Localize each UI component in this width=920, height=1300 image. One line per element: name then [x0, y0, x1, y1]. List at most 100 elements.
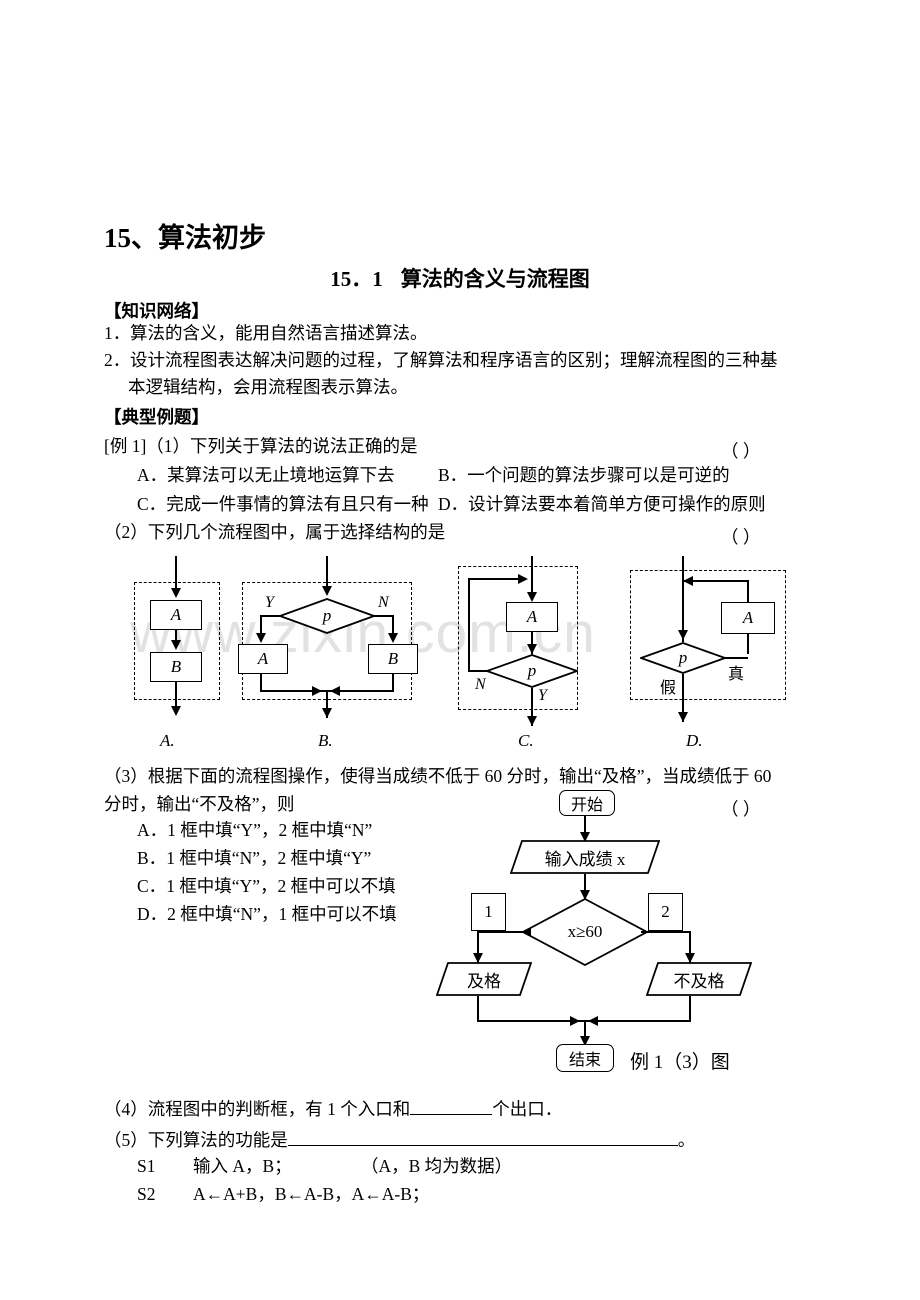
flowchart-d-true-hline: [724, 657, 748, 659]
flowchart-c-loop-top-hline: [468, 578, 526, 580]
flowchart-c-loop-arrow-icon: [518, 573, 528, 584]
knowledge-item-2-cont: 本逻辑结构，会用流程图表示算法。: [128, 378, 408, 397]
q5-stem-pre: （5）下列算法的功能是: [104, 1130, 288, 1150]
flowchart-a-exit-line: [175, 682, 177, 714]
example1-q1-option-d: D．设计算法要本着简单方便可操作的原则: [438, 494, 766, 514]
flowchart-b-exit-arrow-icon: [321, 708, 332, 718]
flowchart-a-mid-arrow-icon: [170, 640, 181, 650]
flowchart-grading-merge-hline-right: [584, 1020, 691, 1022]
knowledge-item-2-text: 设计流程图表达解决问题的过程，了解算法和程序语言的区别；理解流程图的三种基: [130, 350, 778, 370]
option-c-label: C．: [137, 494, 167, 514]
flowchart-grading-left-merge-vline: [477, 996, 479, 1022]
flowchart-grading-input-arrow-icon: [579, 890, 590, 900]
option-b-label: B．: [438, 465, 468, 485]
flowchart-d-false-label: 假: [660, 680, 677, 697]
flowchart-b-left-arrow-icon: [255, 633, 266, 643]
q5-blank-field[interactable]: [287, 1128, 678, 1146]
flowchart-c-to-decision-line: [531, 632, 533, 654]
flowchart-c-no-label: N: [475, 676, 486, 693]
flowchart-b-right-branch-vline: [392, 615, 394, 641]
q5-step-2-text: A←A+B，B←A-B，A←A-B；: [193, 1184, 430, 1204]
flowchart-d-decision: p: [640, 642, 726, 674]
flowchart-grading-left-branch-arrow-icon: [521, 926, 531, 937]
flowchart-d-entry-line: [682, 556, 684, 642]
flowchart-c-dashed-border: [458, 566, 578, 710]
example1-q3-stem-line2: 分时，输出“不及格”，则: [104, 794, 295, 814]
flowchart-grading-start-label: 开始: [570, 797, 603, 814]
flowchart-grading-caption: 例 1（3）图: [630, 1052, 730, 1073]
flowchart-b-right-branch-hline: [372, 615, 394, 617]
flowchart-b-merge-hline-right: [326, 690, 394, 692]
knowledge-item-1: 1．算法的含义，能用自然语言描述算法。: [104, 324, 428, 343]
flowchart-b-yes-label: Y: [265, 594, 274, 611]
q3-option-a-text: 1 框中填“Y”，2 框中填“N”: [167, 820, 373, 840]
flowchart-option-c-caption: C.: [518, 731, 534, 750]
example1-q2-stem: （2）下列几个流程图中，属于选择结构的是: [104, 522, 446, 542]
flowchart-a-entry-line: [175, 556, 177, 592]
flowchart-d-entry-arrow-icon: [677, 630, 688, 640]
example1-q1-option-b: B．一个问题的算法步骤可以是可逆的: [438, 465, 730, 485]
flowchart-option-b: p Y N A B: [238, 556, 418, 726]
flowchart-b-box-left-label: A: [257, 649, 269, 668]
option-a-label: A．: [137, 465, 168, 485]
flowchart-a-box-1: A: [150, 600, 202, 630]
flowchart-b-left-merge-vline: [260, 674, 262, 692]
flowchart-option-c: A p N Y: [456, 556, 586, 731]
flowchart-grading-end: 结束: [556, 1044, 614, 1072]
flowchart-option-a-caption: A.: [160, 731, 175, 750]
flowchart-c-box: A: [506, 602, 558, 632]
flowchart-c-to-decision-arrow-icon: [526, 644, 537, 654]
option-d-label: D．: [438, 494, 469, 514]
flowchart-grading-right-merge-vline: [689, 996, 691, 1022]
flowchart-c-exit-arrow-icon: [526, 716, 537, 726]
q3-option-c-label: C．: [137, 876, 167, 896]
example1-q3-option-d: D．2 框中填“N”，1 框中可以不填: [137, 904, 397, 924]
flowchart-b-merge-hline-left: [260, 690, 326, 692]
typical-examples-heading: 【典型例题】: [104, 407, 209, 427]
flowchart-d-box-label: A: [742, 608, 754, 627]
flowchart-b-exit-line: [326, 690, 328, 718]
knowledge-network-heading: 【知识网络】: [104, 301, 209, 321]
flowchart-b-entry-arrow-icon: [321, 586, 332, 596]
q3-option-d-label: D．: [137, 904, 168, 924]
flowchart-grading-blank-box-1[interactable]: 1: [471, 893, 506, 931]
flowchart-grading-decision: x≥60: [522, 898, 648, 966]
flowchart-grading-output-right: 不及格: [646, 962, 752, 996]
flowchart-grading-right-branch-vline: [689, 931, 691, 963]
flowchart-grading-right-branch-hline: [641, 931, 691, 933]
example1-q3-stem-line1: （3）根据下面的流程图操作，使得当成绩不低于 60 分时，输出“及格”，当成绩低…: [104, 766, 772, 786]
flowchart-c-loop-bottom-hline: [468, 670, 488, 672]
flowchart-c-loop-vline: [468, 578, 470, 672]
option-c-text: 完成一件事情的算法有且只有一种: [166, 494, 429, 514]
flowchart-a-box-2-label: B: [170, 657, 182, 676]
flowchart-grading-output-left: 及格: [436, 962, 532, 996]
example1-q1-stem: [例 1]（1）下列关于算法的说法正确的是: [104, 436, 418, 456]
example1-q1-answer-paren: （ ）: [721, 441, 761, 461]
q4-text-part1: （4）流程图中的判断框，有 1 个入口和: [104, 1099, 411, 1119]
flowchart-grading-blank-box-1-label: 1: [484, 902, 493, 921]
flowchart-grading-start: 开始: [559, 790, 615, 816]
flowchart-a-exit-arrow-icon: [170, 706, 181, 716]
flowchart-b-left-branch-vline: [260, 615, 262, 641]
option-a-text: 某算法可以无止境地运算下去: [167, 465, 395, 485]
knowledge-item-2: 2．设计流程图表达解决问题的过程，了解算法和程序语言的区别；理解流程图的三种基: [104, 350, 778, 370]
flowchart-b-entry-line: [326, 556, 328, 592]
example1-q1-option-c: C．完成一件事情的算法有且只有一种: [137, 494, 429, 514]
flowchart-option-d-caption: D.: [686, 731, 703, 750]
flowchart-b-box-right-label: B: [387, 649, 399, 668]
flowchart-grading-input-to-decision-line: [584, 874, 586, 900]
flowchart-b-right-arrow-icon: [387, 633, 398, 643]
flowchart-c-decision: p: [486, 654, 578, 688]
knowledge-item-2-num: 2．: [104, 350, 131, 370]
flowchart-d-exit-line: [682, 674, 684, 722]
option-d-text: 设计算法要本着简单方便可操作的原则: [468, 494, 766, 514]
flowchart-b-merge-arrow-left-icon: [312, 685, 322, 696]
flowchart-b-no-label: N: [378, 594, 389, 611]
q4-blank-field[interactable]: [410, 1097, 493, 1115]
flowchart-grading-left-down-arrow-icon: [472, 953, 483, 963]
flowchart-c-yes-label: Y: [538, 687, 547, 704]
flowchart-grading-blank-box-2[interactable]: 2: [648, 893, 683, 931]
flowchart-a-entry-arrow-icon: [170, 588, 181, 598]
